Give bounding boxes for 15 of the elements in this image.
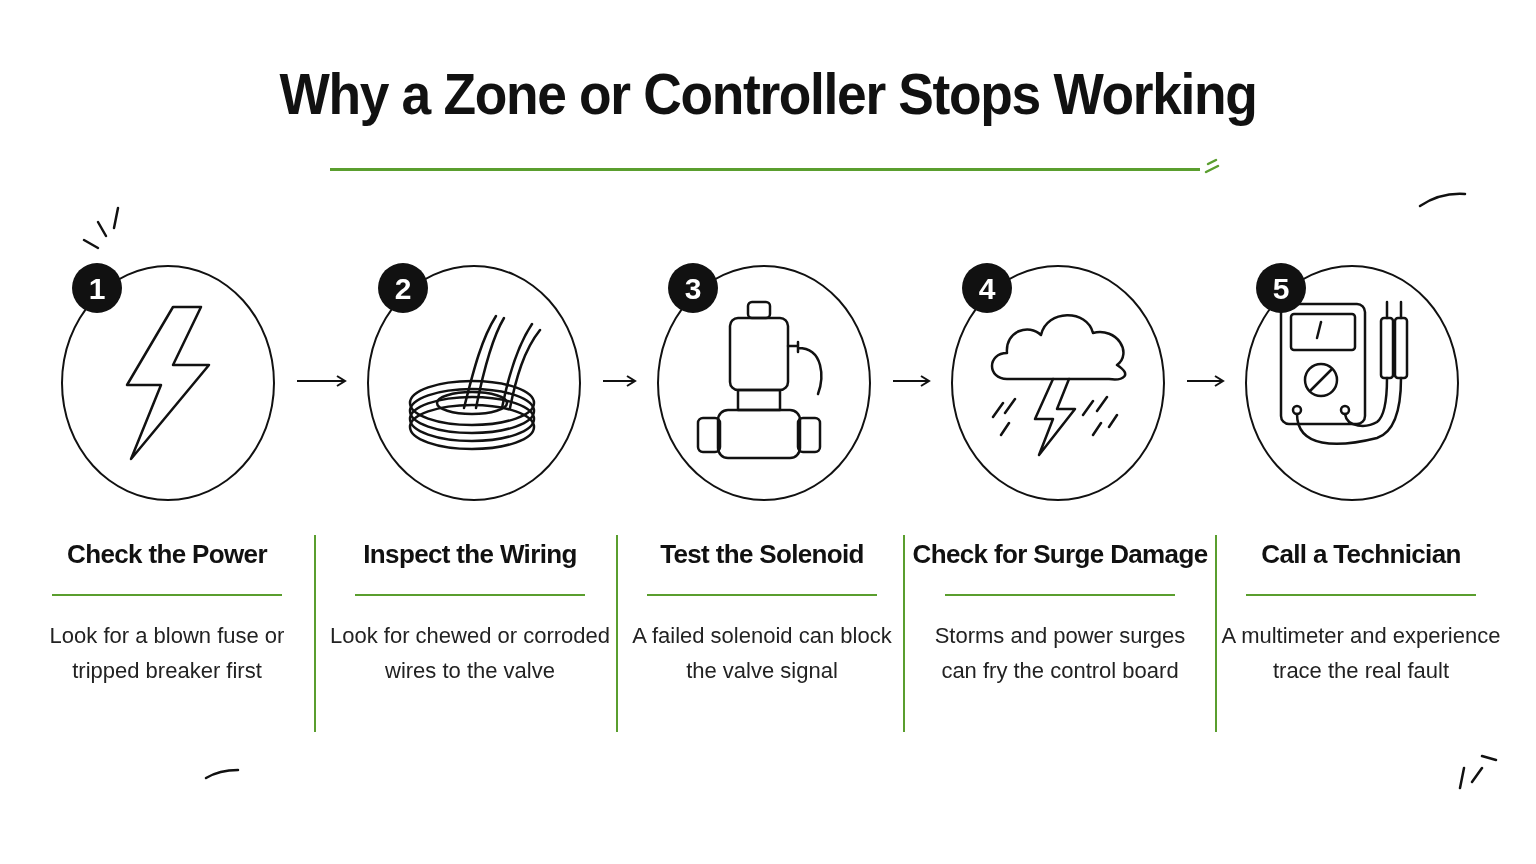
arrow <box>892 375 930 387</box>
arrow <box>602 375 636 387</box>
step-heading: Check for Surge Damage <box>911 538 1209 571</box>
step-heading: Inspect the Wiring <box>362 538 578 571</box>
step-heading: Test the Solenoid <box>659 538 865 571</box>
step-description: A multimeter and experience trace the real fault <box>1220 622 1502 685</box>
title: Why a Zone or Controller Stops Working <box>278 62 1258 126</box>
arrow <box>1186 375 1224 387</box>
step-heading: Check the Power <box>66 538 269 571</box>
arrow <box>296 375 346 387</box>
step-description: Look for a blown fuse or tripped breaker first <box>48 622 286 685</box>
step-description: Look for chewed or corroded wires to the valve <box>328 622 612 685</box>
step-description: Storms and power surges can fry the control board <box>933 622 1187 685</box>
step-description: A failed solenoid can block the valve signal <box>631 622 893 685</box>
step-heading: Call a Technician <box>1260 538 1462 571</box>
